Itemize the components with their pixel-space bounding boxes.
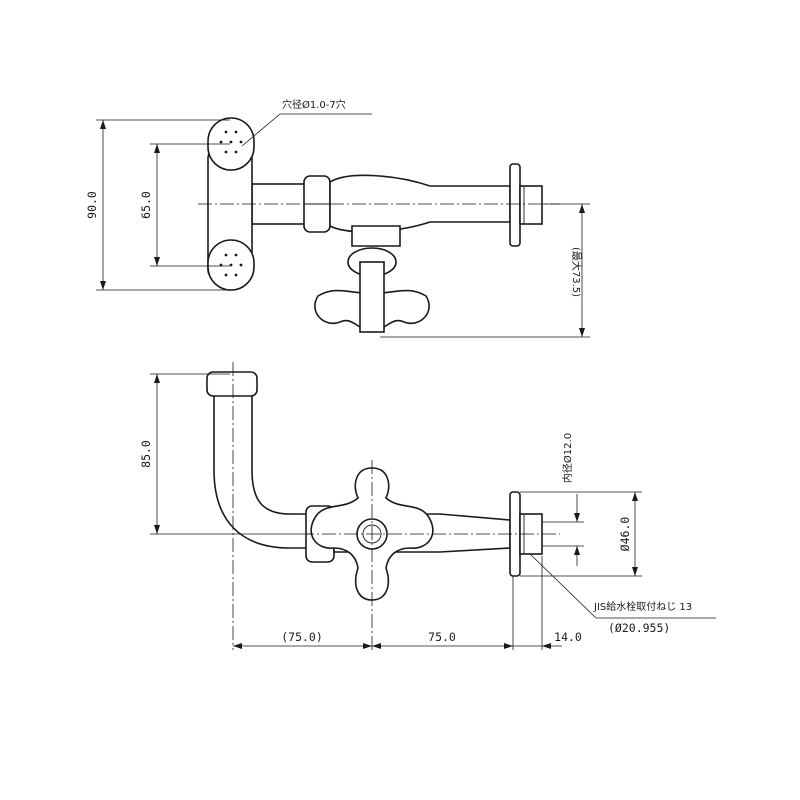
flange-diameter-label: Ø46.0 [618, 517, 632, 552]
max-height-label: (最大73.5) [570, 247, 583, 297]
hole-diameter-label: 穴径Ø1.0-7穴 [282, 98, 346, 111]
inner-diameter-label: 内径Ø12.0 [561, 433, 574, 483]
height-total-label: 90.0 [85, 191, 99, 219]
front-dimensions [150, 373, 716, 650]
thread-length-label: 14.0 [554, 630, 582, 644]
top-thread [519, 185, 543, 225]
top-flange [509, 163, 521, 247]
front-view [206, 362, 560, 650]
top-valve-body [329, 174, 511, 233]
top-valve-neck [351, 225, 401, 247]
thread-spec-label: JIS給水栓取付ねじ 13 [593, 600, 692, 613]
nozzle-pitch-label: 65.0 [139, 191, 153, 219]
top-dimensions [96, 113, 590, 338]
upper-nozzle-holes [219, 130, 243, 154]
riser-height-label: 85.0 [139, 440, 153, 468]
front-riser-pipe [213, 393, 313, 549]
right-span-label: 75.0 [428, 630, 456, 644]
left-span-label: (75.0) [281, 630, 323, 644]
thread-diameter-label: (Ø20.955) [608, 621, 670, 635]
top-view [198, 117, 560, 333]
front-nozzle-top [206, 371, 258, 397]
top-handle-stem [359, 261, 385, 333]
